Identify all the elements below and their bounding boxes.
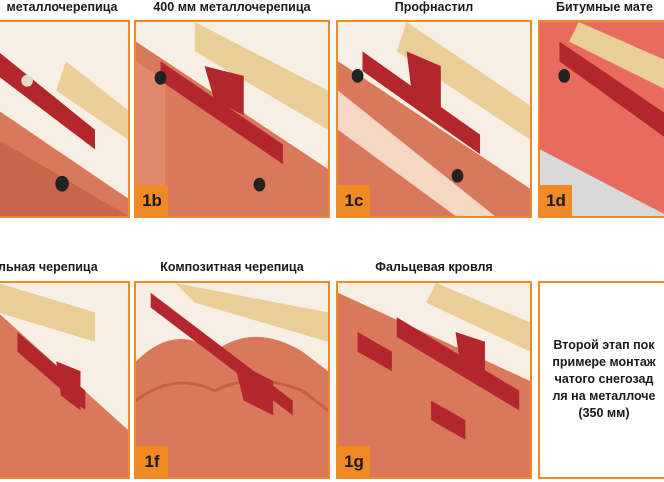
- panel-1e-illustration: [0, 283, 128, 477]
- panel-1b: 1b: [134, 20, 330, 218]
- note-line: ля на металлоче: [552, 389, 656, 403]
- panel-1f: 1f: [134, 281, 330, 479]
- note-line: примере монтаж: [552, 355, 656, 369]
- note-line: Второй этап пок: [553, 338, 655, 352]
- panel-1d-illustration: [540, 22, 664, 216]
- panel-1e: [0, 281, 130, 479]
- panel-1g: 1g: [336, 281, 532, 479]
- panel-badge-1f: 1f: [136, 446, 168, 477]
- panel-1c-illustration: [338, 22, 530, 216]
- panel-title-1b: 400 мм металлочерепица: [153, 0, 311, 14]
- panel-1d: 1d: [538, 20, 664, 218]
- panel-1f-illustration: [136, 283, 328, 477]
- panel-title-1g: Фальцевая кровля: [375, 260, 493, 274]
- panel-title-1c: Профнастил: [394, 0, 474, 14]
- panel-1a-illustration: [0, 22, 128, 216]
- note-text: Второй этап пок примере монтаж чатого сн…: [540, 337, 664, 422]
- panel-title-1f: Композитная черепица: [160, 260, 304, 274]
- panel-1b-illustration: [136, 22, 328, 216]
- panel-1g-illustration: [338, 283, 530, 477]
- panel-badge-1b: 1b: [136, 185, 168, 216]
- panel-title-1e: льная черепица: [0, 260, 98, 274]
- panel-title-1a: металлочерепица: [6, 0, 118, 14]
- panel-1c: 1c: [336, 20, 532, 218]
- panel-title-1d: Битумные мате: [556, 0, 653, 14]
- panel-badge-1g: 1g: [338, 446, 370, 477]
- panel-1a: [0, 20, 130, 218]
- note-box: Второй этап пок примере монтаж чатого сн…: [538, 281, 664, 479]
- note-line: (350 мм): [578, 406, 630, 420]
- panel-badge-1c: 1c: [338, 185, 370, 216]
- panel-badge-1d: 1d: [540, 185, 572, 216]
- note-line: чатого снегозад: [554, 372, 654, 386]
